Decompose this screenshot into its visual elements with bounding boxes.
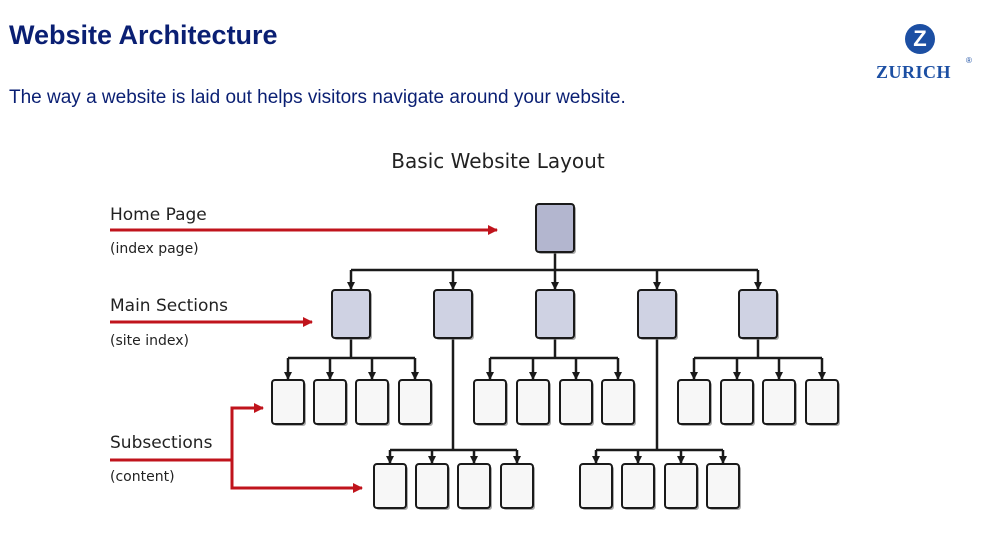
subsection-box-18: [621, 463, 655, 509]
main-section-box-5: [738, 289, 778, 339]
logo-mark-letter: Z: [913, 26, 927, 51]
main-section-box-2: [433, 289, 473, 339]
main-section-box-1: [331, 289, 371, 339]
zurich-logo-mark: Z: [905, 24, 935, 54]
level-labels: Home Page (index page) Main Sections (site …: [110, 205, 498, 493]
slide-subtitle: The way a website is laid out helps visi…: [9, 87, 626, 108]
level-note-2: (site index): [110, 333, 189, 349]
subsection-box-8: [601, 379, 635, 425]
subsection-box-10: [720, 379, 754, 425]
level-note-3: (content): [110, 469, 175, 485]
subsection-box-6: [516, 379, 550, 425]
home-page-box: [535, 203, 575, 253]
zurich-logo: Z ZURICH ®: [870, 24, 976, 84]
level-label-1: Home Page: [110, 205, 207, 225]
website-layout-diagram: Basic Website Layout Home Page (index pag…: [110, 149, 840, 510]
page-boxes: [271, 203, 840, 510]
subsection-box-20: [706, 463, 740, 509]
logo-text: ZURICH: [876, 62, 952, 82]
subsection-box-9: [677, 379, 711, 425]
subsection-box-19: [664, 463, 698, 509]
subsection-box-11: [762, 379, 796, 425]
subsection-box-17: [579, 463, 613, 509]
subsection-box-13: [373, 463, 407, 509]
subsection-arrow-lower: [230, 460, 363, 493]
main-section-box-4: [637, 289, 677, 339]
subsection-box-7: [559, 379, 593, 425]
subsection-box-16: [500, 463, 534, 509]
subsection-box-3: [355, 379, 389, 425]
diagram-title: Basic Website Layout: [391, 149, 605, 173]
subsection-box-2: [313, 379, 347, 425]
tree-connectors: [284, 252, 826, 464]
subsection-box-14: [415, 463, 449, 509]
registered-mark: ®: [966, 56, 972, 65]
level-note-1: (index page): [110, 241, 199, 257]
subsection-box-5: [473, 379, 507, 425]
level-label-3: Subsections: [110, 433, 213, 453]
subsection-arrow-upper: [110, 403, 264, 462]
main-section-box-3: [535, 289, 575, 339]
subsection-box-4: [398, 379, 432, 425]
subsection-box-15: [457, 463, 491, 509]
slide-title: Website Architecture: [9, 20, 278, 50]
subsection-box-1: [271, 379, 305, 425]
level-label-2: Main Sections: [110, 296, 228, 316]
subsection-box-12: [805, 379, 839, 425]
